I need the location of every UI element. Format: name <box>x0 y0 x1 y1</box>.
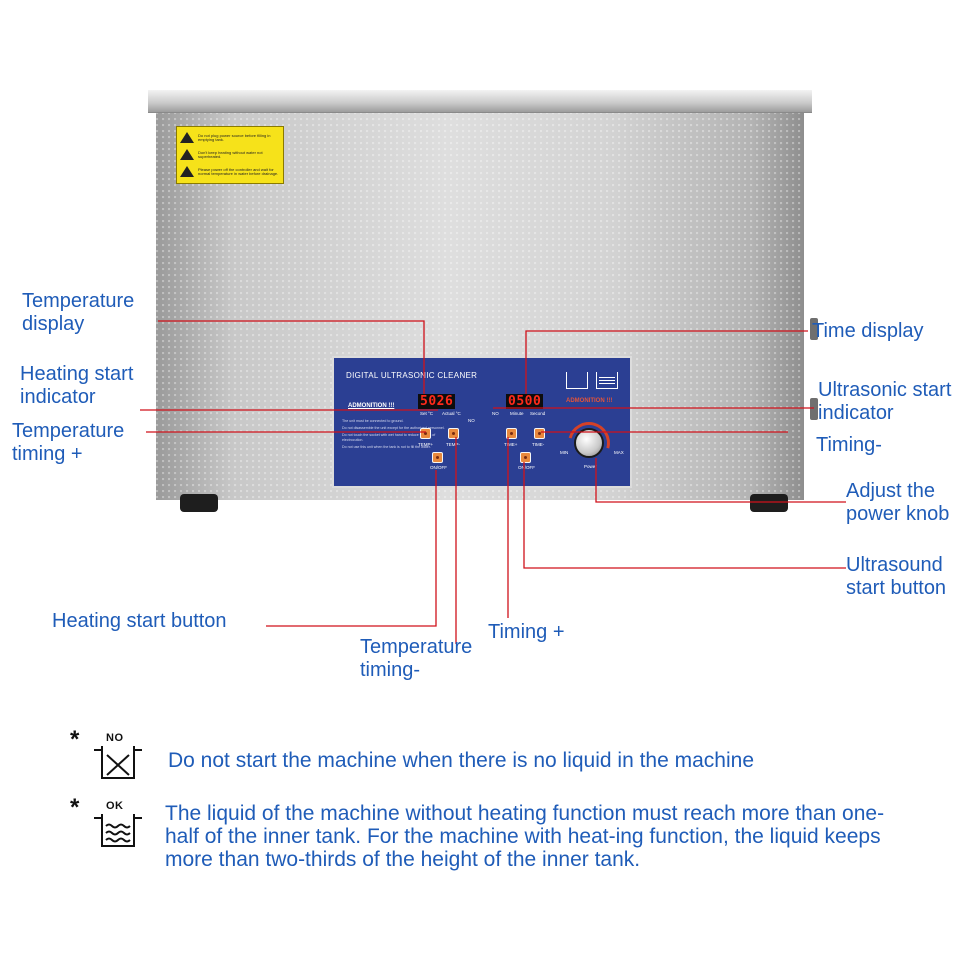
leader-time-display <box>525 330 808 394</box>
leader-temperature-display <box>158 320 425 394</box>
heating-onoff-label: ON/OFF <box>430 465 447 470</box>
filled-tank-icon <box>596 372 618 389</box>
no-tag: NO <box>106 732 124 744</box>
panel-notes: The unit must be connected to ground. Do… <box>342 419 450 452</box>
time-plus-button[interactable] <box>506 428 517 439</box>
leader-heating-start-button <box>266 470 437 627</box>
callout-line: Temperature display <box>22 290 135 335</box>
ultrasound-start-button[interactable] <box>520 452 531 463</box>
time-plus-label: TIME+ <box>504 442 518 447</box>
empty-tank-icon <box>94 746 142 779</box>
side-handle <box>810 318 818 340</box>
empty-tank-icon <box>566 372 588 389</box>
temp-plus-button[interactable] <box>420 428 431 439</box>
callout-line: Heating start indicator <box>20 363 134 408</box>
temp-plus-label: TEMP+ <box>418 442 434 447</box>
note-ok-liquid-text: The liquid of the machine without heatin… <box>165 802 885 871</box>
control-panel: DIGITAL ULTRASONIC CLEANER ADMONITION !!… <box>332 356 632 488</box>
side-handle <box>810 398 818 420</box>
callout-line: Adjust the power knob <box>846 480 950 525</box>
callout-line: Timing- <box>816 434 882 456</box>
callout-line: Timing + <box>488 621 565 643</box>
panel-note: Do not disassemble the unit except for t… <box>342 426 445 430</box>
callout-heating-start-button: Heating start button <box>52 610 227 633</box>
ultrasound-onoff-label: ON/OFF <box>518 465 535 470</box>
warning-line: Do not plug power source before filling … <box>198 132 271 142</box>
minute-label: Minute <box>510 411 524 416</box>
callout-adjust-power-knob: Adjust the power knob <box>846 480 949 526</box>
callout-ultrasound-start-button: Ultrasound start button <box>846 554 946 600</box>
knob-max-label: MAX <box>614 450 624 455</box>
warning-sticker: Do not plug power source before filling … <box>176 126 284 184</box>
warning-triangle-icon <box>180 132 194 143</box>
callout-timing-minus: Timing- <box>816 434 882 457</box>
panel-note: The unit must be connected to ground. <box>342 419 404 423</box>
knob-power-label: Power <box>584 464 597 469</box>
warning-triangle-icon <box>180 149 194 160</box>
power-knob[interactable] <box>574 428 604 458</box>
heating-indicator-label: NO <box>468 418 475 423</box>
callout-time-display: Time display <box>812 320 924 343</box>
warning-triangle-icon <box>180 166 194 177</box>
ok-liquid-icon: * OK <box>70 794 150 852</box>
warning-line: Don't keep heating without water not sup… <box>198 149 263 159</box>
asterisk-icon: * <box>70 726 80 753</box>
ultrasonic-indicator-label: NO <box>492 411 499 416</box>
panel-note: Do not touch the socket with wet hand to… <box>342 433 436 442</box>
temp-minus-button[interactable] <box>448 428 459 439</box>
second-label: Second <box>530 411 546 416</box>
no-liquid-icon: * NO <box>70 726 150 784</box>
left-foot <box>180 494 218 512</box>
admonition-label: ADMONITION !!! <box>348 403 395 409</box>
callout-line: Heating start button <box>52 610 227 632</box>
time-display: 0500 <box>506 394 544 409</box>
filled-tank-icon <box>94 814 142 847</box>
time-minus-label: TIME- <box>532 442 545 447</box>
callout-line: Temperature timing- <box>360 636 473 681</box>
right-foot <box>750 494 788 512</box>
callout-temperature-timing-plus: Temperature timing + <box>12 420 124 466</box>
temp-minus-label: TEMP- <box>446 442 460 447</box>
asterisk-icon: * <box>70 794 80 821</box>
callout-ultrasonic-start-indicator: Ultrasonic start indicator <box>818 379 951 425</box>
callout-line: Time display <box>812 320 924 342</box>
warning-line: Please power off the controller and wait… <box>198 166 279 176</box>
note-no-liquid-text: Do not start the machine when there is n… <box>168 749 755 772</box>
tank-rim <box>148 90 812 113</box>
ok-tag: OK <box>106 800 124 812</box>
callout-line: Ultrasonic start indicator <box>818 379 952 424</box>
temperature-display: 5026 <box>418 394 456 409</box>
callout-line: Temperature timing + <box>12 420 125 465</box>
callout-temperature-display: Temperature display <box>22 290 134 336</box>
panel-note: Do not use this unit when the tank is no… <box>342 445 431 449</box>
leader-adjust-power-knob <box>595 458 846 503</box>
actual-temp-label: Actual °C <box>442 411 461 416</box>
admonition-label: ADMONITION !!! <box>566 398 613 404</box>
callout-heating-start-indicator: Heating start indicator <box>20 363 133 409</box>
knob-min-label: MIN <box>560 450 569 455</box>
time-minus-button[interactable] <box>534 428 545 439</box>
set-temp-label: Set °C <box>420 411 434 416</box>
panel-title: DIGITAL ULTRASONIC CLEANER <box>346 371 478 380</box>
leader-ultrasound-start-button <box>523 462 846 569</box>
callout-temperature-timing-minus: Temperature timing- <box>360 636 472 682</box>
callout-timing-plus: Timing + <box>488 621 565 644</box>
callout-line: Ultrasound start button <box>846 554 947 599</box>
heating-start-button[interactable] <box>432 452 443 463</box>
